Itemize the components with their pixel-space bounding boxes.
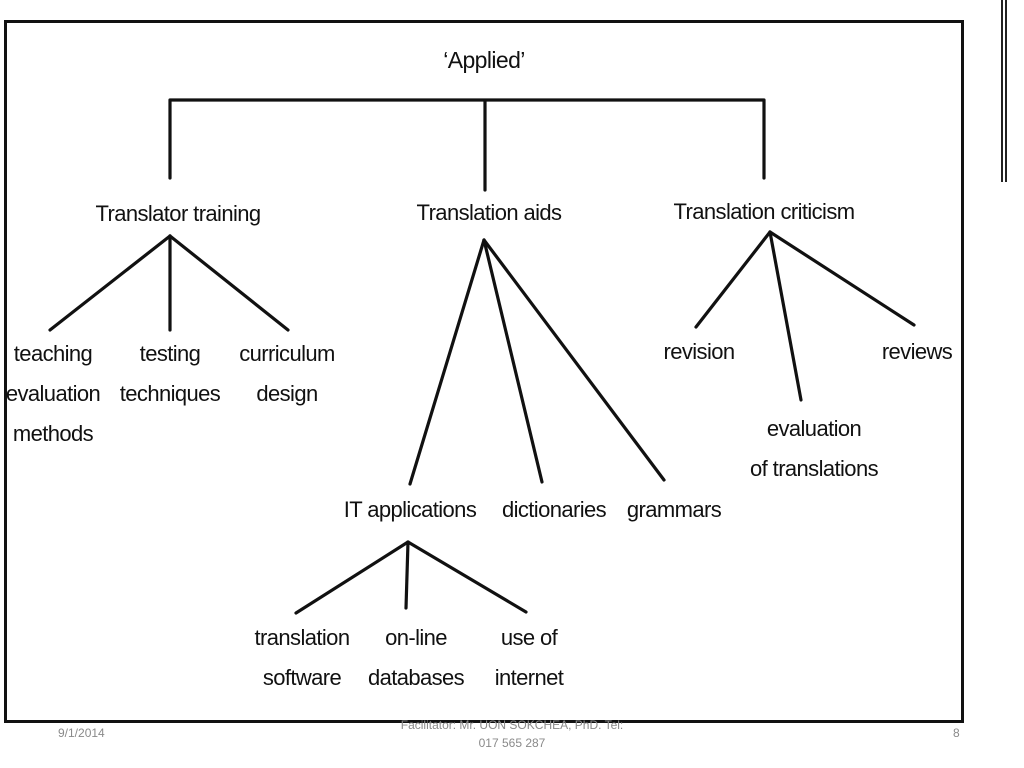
root-node: ‘Applied’ (443, 47, 525, 73)
node-translation-software: translation software (254, 625, 351, 690)
node-evaluation-of-translations: evaluation of translations (750, 416, 879, 481)
connector-training-curriculum (168, 234, 290, 332)
connector-it-databases (404, 540, 410, 610)
node-teaching-evaluation-methods: teaching evaluation methods (5, 341, 101, 446)
side-scan-bar (1001, 0, 1007, 182)
connector-aids-dictionaries (482, 238, 544, 484)
node-dictionaries: dictionaries (501, 497, 607, 522)
footer-date: 9/1/2014 (58, 726, 105, 740)
node-translation-aids: Translation aids (416, 200, 562, 225)
node-revision: revision (663, 339, 735, 364)
node-translation-criticism: Translation criticism (673, 199, 856, 224)
connector-it-internet (406, 540, 528, 614)
connector-aids-grammars (482, 238, 666, 482)
node-curriculum-design: curriculum design (239, 341, 335, 406)
connector-it-translation-software (294, 540, 410, 615)
connector-training-teaching (48, 234, 172, 332)
node-translator-training: Translator training (95, 201, 261, 226)
diagram-frame (4, 20, 964, 723)
node-grammars: grammars (626, 497, 722, 522)
connector-aids-it (408, 238, 486, 486)
footer-page-number: 8 (953, 726, 960, 740)
connector-criticism-revision (694, 230, 772, 329)
connector-criticism-reviews (768, 230, 916, 327)
node-reviews: reviews (881, 339, 953, 364)
node-testing-techniques: testing techniques (119, 341, 221, 406)
connector-root-bracket (168, 98, 766, 192)
connector-criticism-evaluation (768, 230, 803, 402)
node-online-databases: on-line databases (367, 625, 465, 690)
node-use-of-internet: use of internet (494, 625, 564, 690)
footer-facilitator: Facilitator: Mr. UON SOKCHEA, PhD. Tel: … (400, 718, 624, 750)
node-it-applications: IT applications (343, 497, 477, 522)
